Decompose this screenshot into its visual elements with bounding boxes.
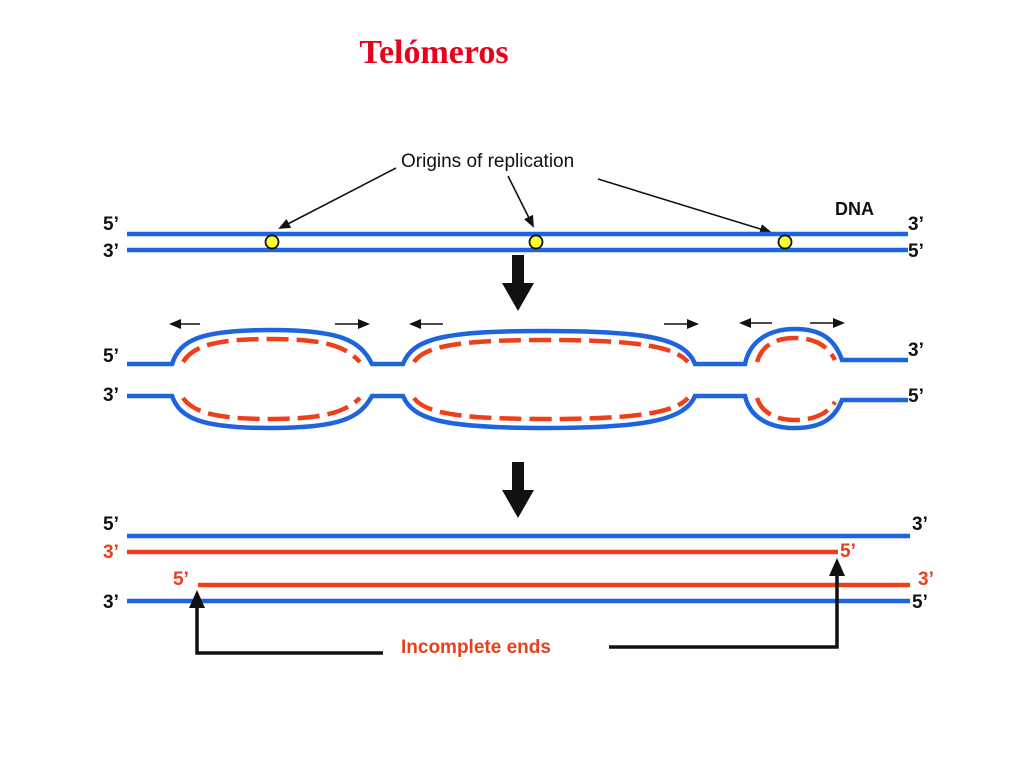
- final-label-2-right: 5’: [840, 541, 856, 562]
- bubble-2-bottom-new-strand: [412, 396, 690, 422]
- bubble-1-top-new-strand: [181, 336, 362, 364]
- incomplete-ends-label: Incomplete ends: [401, 637, 551, 658]
- origin-dot-1: [264, 234, 280, 250]
- final-label-2-left: 3’: [103, 542, 119, 563]
- strand-label-bottom-left: 3’: [103, 241, 119, 262]
- origin-dot-3: [777, 234, 793, 250]
- panel-incomplete-ends: 5’ 3’ 5’ 3’ 3’ 5’ 3’ 5’ Incomplete ends: [103, 514, 934, 658]
- strand-label-top-left: 5’: [103, 214, 119, 235]
- bubble-strand-label-top-left: 5’: [103, 346, 119, 367]
- incomplete-end-arrowhead-right: [829, 558, 845, 576]
- bubble-3-bottom-new-strand: [754, 397, 837, 423]
- final-label-1-left: 5’: [103, 514, 119, 535]
- origin-pointer-middle: [507, 175, 534, 228]
- bubble-3-top-new-strand: [754, 335, 838, 363]
- origins-of-replication-label: Origins of replication: [401, 151, 574, 172]
- page-title: Telómeros: [359, 34, 508, 71]
- down-arrow-1: [502, 255, 534, 311]
- incomplete-end-arrowhead-left: [189, 590, 205, 608]
- bubble-strand-label-top-right: 3’: [908, 340, 924, 361]
- final-label-3-left: 5’: [173, 569, 189, 590]
- bubble-2-top-new-strand: [412, 337, 690, 364]
- bubble-strand-label-bottom-right: 5’: [908, 386, 924, 407]
- origin-dot-2: [528, 234, 544, 250]
- bubble-strand-label-bottom-left: 3’: [103, 385, 119, 406]
- bubble-1-bottom-new-strand: [181, 396, 362, 422]
- panel-replication-bubbles: 5’ 3’ 3’ 5’: [103, 318, 924, 431]
- strand-label-bottom-right: 5’: [908, 241, 924, 262]
- final-label-1-right: 3’: [912, 514, 928, 535]
- final-label-4-right: 5’: [912, 592, 928, 613]
- down-arrow-2: [502, 462, 534, 518]
- incomplete-end-pointer-right: [609, 574, 839, 649]
- panel-origins: Origins of replication DNA 5’ 3’ 3’ 5’: [103, 151, 924, 262]
- origin-pointer-right: [597, 178, 772, 234]
- final-label-4-left: 3’: [103, 592, 119, 613]
- bubble-bottom-parental-strand: [127, 393, 908, 431]
- bubble-top-parental-strand: [127, 326, 908, 367]
- origin-pointer-left: [278, 167, 397, 229]
- incomplete-end-pointer-left: [195, 606, 383, 655]
- dna-label: DNA: [835, 199, 874, 219]
- final-label-3-right: 3’: [918, 569, 934, 590]
- strand-label-top-right: 3’: [908, 214, 924, 235]
